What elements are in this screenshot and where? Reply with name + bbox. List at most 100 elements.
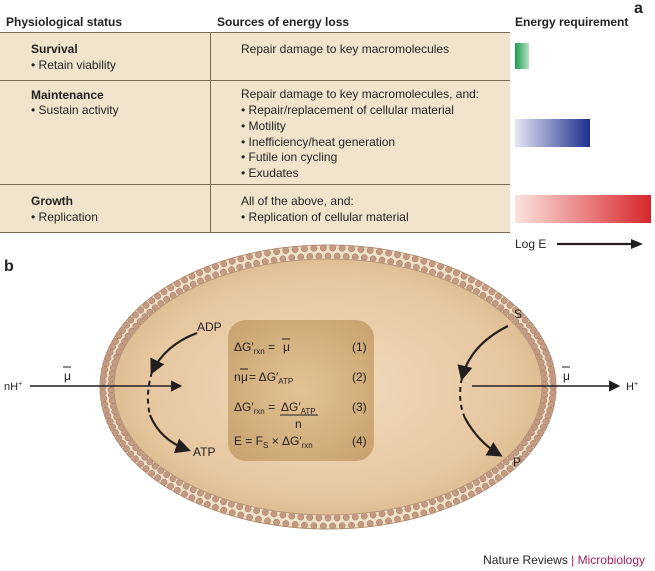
lipid-head [549, 389, 557, 397]
energy-table [0, 32, 510, 233]
lipid-head [104, 412, 112, 420]
svg-text:ΔG′rxn =: ΔG′rxn = [234, 400, 275, 416]
svg-text:μ: μ [241, 370, 248, 384]
lipid-head [502, 458, 510, 466]
lipid-head [288, 512, 296, 520]
lipid-head [237, 511, 245, 519]
lipid-head [142, 301, 150, 309]
lipid-head [228, 257, 236, 265]
panel-a-letter: a [634, 0, 643, 17]
journal-name: Nature Reviews [483, 553, 568, 567]
substrate-label: S [514, 307, 522, 321]
lipid-head [541, 391, 548, 399]
lipid-head [160, 288, 168, 296]
lipid-head [146, 308, 154, 316]
lipid-head [141, 453, 149, 461]
svg-text:n: n [295, 417, 302, 431]
lipid-head [306, 514, 314, 521]
lipid-head [273, 248, 280, 256]
lipid-head [540, 423, 547, 431]
lipid-head [366, 520, 374, 527]
row-maintenance-source: • Exudates [241, 166, 299, 180]
lipid-head [282, 520, 290, 527]
lipid-head [542, 418, 550, 425]
lipid-head [99, 383, 107, 391]
lipid-head [212, 263, 219, 270]
lipid-head [104, 354, 112, 362]
lipid-head [482, 482, 489, 490]
lipid-head [540, 343, 547, 351]
lipid-head [517, 311, 524, 319]
row-maintenance-source: • Motility [241, 119, 286, 133]
lipid-bilayer [99, 244, 557, 530]
lipid-head [351, 513, 359, 521]
lipid-head [516, 444, 524, 452]
lipid-head [549, 383, 557, 391]
lipid-head [369, 255, 377, 263]
lipid-head [106, 418, 114, 425]
lipid-head [394, 515, 401, 523]
lipid-head [297, 253, 305, 261]
lipid-head [132, 322, 140, 330]
lipid-head [494, 474, 502, 482]
lipid-head [137, 306, 144, 314]
lipid-head [411, 511, 419, 519]
equation-panel [228, 320, 374, 461]
lipid-head [181, 490, 188, 498]
lipid-head [460, 494, 468, 502]
lipid-head [445, 501, 452, 508]
lipid-head [329, 522, 337, 530]
lipid-head [167, 482, 174, 490]
lipid-head [154, 474, 162, 482]
lipid-head [137, 460, 144, 468]
lipid-head [506, 301, 514, 309]
lipid-head [119, 440, 126, 447]
lipid-head [264, 249, 271, 257]
right-ion-label: H+ [626, 381, 638, 393]
lipid-head [541, 375, 548, 383]
row-growth-title: Growth [31, 194, 73, 208]
lipid-head [385, 517, 392, 525]
row-growth-source: All of the above, and: [241, 194, 354, 208]
lipid-head [420, 257, 428, 265]
lipid-head [342, 253, 350, 260]
left-ion-label: nH+ [4, 381, 22, 393]
lipid-head [154, 292, 162, 300]
lipid-head [333, 252, 341, 260]
row-survival-source: Repair damage to key macromolecules [241, 42, 450, 56]
svg-text:n: n [234, 370, 241, 384]
lipid-head [136, 449, 144, 456]
coupling-dashed-arrow [146, 371, 153, 416]
lipid-head [533, 434, 541, 442]
lipid-head [196, 497, 203, 505]
lipid-head [319, 522, 327, 530]
equation-1-number: (1) [352, 340, 367, 354]
energy-bar-survival [515, 43, 529, 69]
lipid-head [142, 465, 150, 473]
svg-text:E = FS × ΔG′rxn: E = FS × ΔG′rxn [234, 434, 313, 450]
lipid-head [188, 272, 196, 280]
lipid-head [310, 522, 318, 530]
lipid-head [115, 332, 123, 340]
lipid-head [488, 288, 496, 296]
lipid-head [291, 246, 299, 253]
lipid-head [246, 513, 253, 521]
row-survival-subtitle: • Retain viability [31, 58, 116, 72]
lipid-head [329, 244, 337, 252]
lipid-head [547, 366, 555, 373]
lipid-head [544, 354, 552, 362]
lipid-head [333, 514, 341, 522]
lipid-head [546, 360, 554, 368]
lipid-head [273, 518, 280, 526]
energy-bar-maintenance [515, 119, 590, 147]
adp-to-coupling-arrow [150, 331, 198, 375]
lipid-head [512, 318, 520, 325]
lipid-head [297, 513, 305, 521]
lipid-head [319, 244, 327, 252]
lipid-head [196, 269, 203, 277]
lipid-head [517, 455, 524, 463]
lipid-head [279, 255, 287, 263]
substrate-dashed-arrow [459, 377, 466, 419]
lipid-head [475, 280, 482, 288]
lipid-head [160, 478, 168, 486]
